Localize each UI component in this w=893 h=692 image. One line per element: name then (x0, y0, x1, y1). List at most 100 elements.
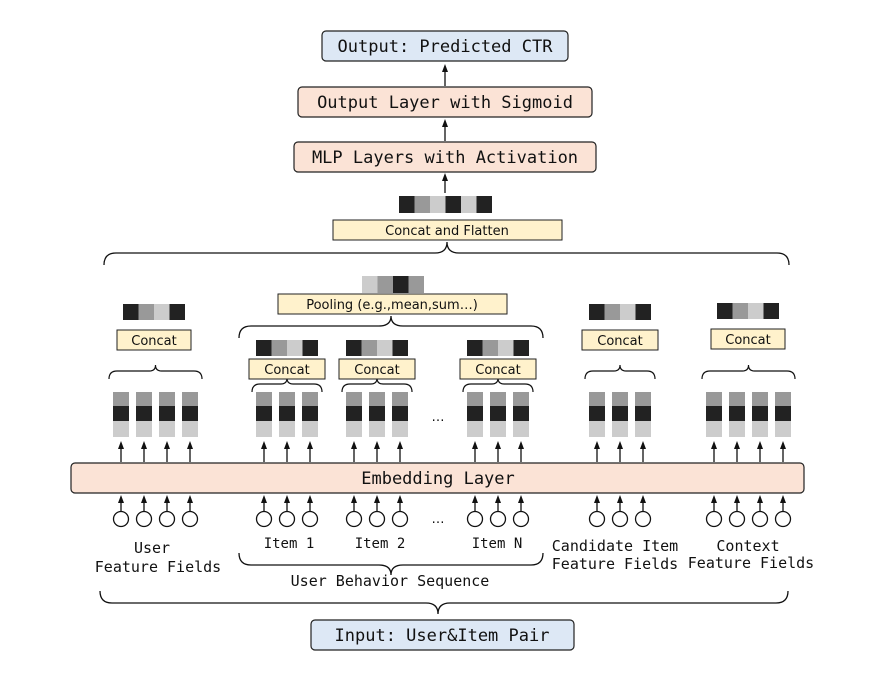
embedding-cell (159, 421, 175, 437)
concat-label: Concat (264, 363, 309, 378)
embedding-cell (392, 392, 408, 406)
embedding-cell (589, 406, 605, 421)
input-feature-node (728, 510, 746, 528)
embedding-cell (346, 406, 362, 421)
concat-block: Concat (116, 304, 192, 351)
embedding-vector (705, 392, 723, 528)
embedding-cell (377, 276, 393, 293)
concat-label: Concat (597, 334, 642, 349)
concat-box (710, 328, 786, 350)
embedding-cell (706, 421, 722, 437)
embedding-cell (752, 406, 768, 421)
embedding-cell (717, 303, 733, 319)
embedding-cell (748, 303, 764, 319)
embedding-cell (467, 421, 483, 437)
embedding-cell (498, 340, 514, 356)
candidate-label-line2: Feature Fields (552, 555, 678, 573)
behavior-label: User Behavior Sequence (291, 572, 490, 590)
concat-box (338, 358, 416, 380)
input-feature-node (301, 510, 319, 528)
concat-strip (346, 340, 408, 356)
embedding-cell (612, 421, 628, 437)
embedding-cell (408, 276, 424, 293)
embedding-cell (732, 303, 748, 319)
concat-box (459, 358, 537, 380)
concat-strip (256, 340, 318, 356)
concat-block: Concat (248, 340, 326, 380)
item-2-label: Item 2 (355, 536, 406, 552)
embedding-cell (159, 392, 175, 406)
embedding-cell (482, 340, 498, 356)
concat-label: Concat (725, 333, 770, 348)
embedding-cell (361, 340, 377, 356)
embedding-layer-box: Embedding Layer (70, 462, 805, 494)
pooling-strip (362, 276, 424, 293)
input-box: Input: User&Item Pair (310, 619, 575, 651)
embedding-cell (369, 421, 385, 437)
embedding-cell (123, 304, 139, 320)
embedding-cell (182, 421, 198, 437)
input-feature-node (588, 510, 606, 528)
embedding-cell (445, 196, 461, 213)
output-layer-box: Output Layer with Sigmoid (297, 86, 593, 118)
concat-label: Concat (131, 334, 176, 349)
embedding-cell (490, 392, 506, 406)
embedding-cell (279, 392, 295, 406)
embedding-vector (466, 392, 484, 528)
input-feature-node (158, 510, 176, 528)
embedding-cell (302, 392, 318, 406)
embedding-cell (513, 421, 529, 437)
embedding-cell (414, 196, 430, 213)
embedding-cell (369, 392, 385, 406)
embedding-vector (751, 392, 769, 528)
item-1-label: Item 1 (264, 536, 315, 552)
user-fields-label-line2: Feature Fields (95, 558, 221, 576)
embedding-cell (136, 421, 152, 437)
embedding-cell (513, 340, 529, 356)
concat-strip (717, 303, 779, 319)
concat-strip (467, 340, 529, 356)
embedding-cell (377, 340, 393, 356)
embedding-cell (467, 392, 483, 406)
concat-block: Concat (459, 340, 537, 380)
ellipsis-inputs: … (432, 512, 445, 527)
embedding-cell (467, 340, 483, 356)
top-brace (103, 241, 790, 266)
mlp-box: MLP Layers with Activation (293, 141, 597, 173)
embedding-cell (589, 392, 605, 406)
embedding-cell (136, 392, 152, 406)
embedding-cell (113, 421, 129, 437)
group-brace (108, 364, 203, 380)
group-brace (584, 364, 656, 380)
ellipsis-embeddings: … (432, 410, 445, 425)
embedding-cell (362, 276, 378, 293)
output-label: Output: Predicted CTR (338, 37, 554, 57)
concat-strip (589, 304, 651, 320)
embedding-cell (154, 304, 170, 320)
embedding-cell (490, 421, 506, 437)
embedding-cell (256, 392, 272, 406)
embedding-cell (430, 196, 446, 213)
embedding-cell (392, 340, 408, 356)
input-feature-node (466, 510, 484, 528)
embedding-cell (256, 421, 272, 437)
embedding-cell (476, 196, 492, 213)
concat-label: Concat (475, 363, 520, 378)
concat-block: Concat (581, 304, 659, 351)
pooling-box: Pooling (e.g.,mean,sum…) (277, 293, 508, 315)
concat-label: Concat (354, 363, 399, 378)
embedding-cell (399, 196, 415, 213)
embedding-cell (763, 303, 779, 319)
embedding-cell (113, 406, 129, 421)
embedding-cell (612, 392, 628, 406)
item-n-label: Item N (472, 536, 523, 552)
input-feature-node (368, 510, 386, 528)
pooling-embedding-strip (362, 276, 424, 293)
embedding-cell (490, 406, 506, 421)
embedding-cell (346, 392, 362, 406)
group-brace (701, 364, 796, 380)
input-feature-node (489, 510, 507, 528)
behavior-brace (238, 552, 544, 576)
